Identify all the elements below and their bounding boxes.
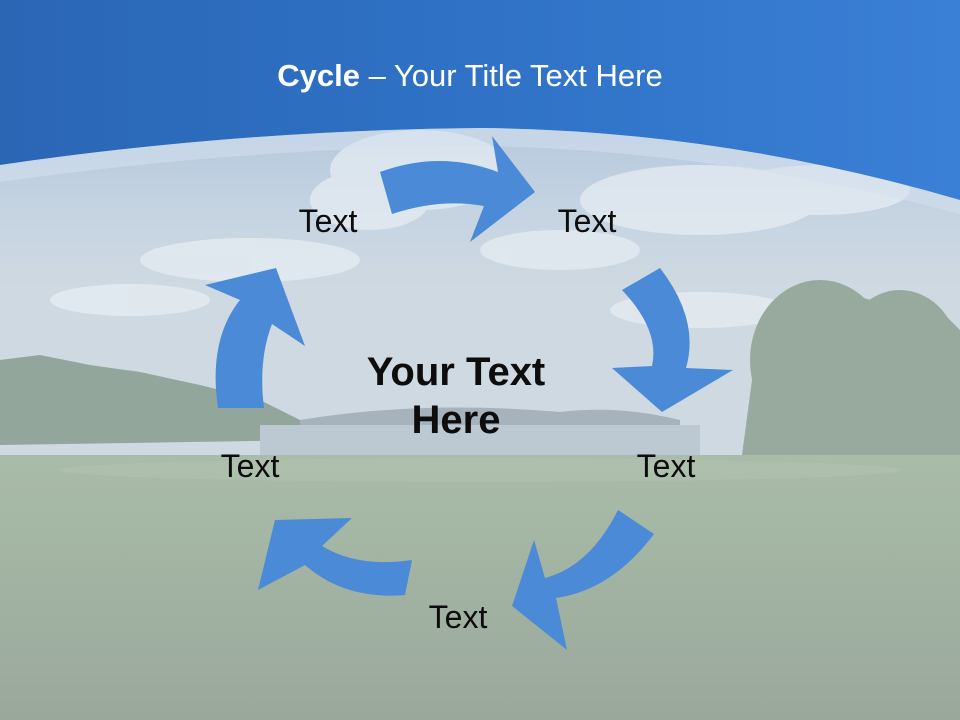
- cycle-step-3-label: Text: [636, 448, 696, 484]
- cycle-arrow-4: [258, 518, 412, 596]
- cycle-arrow-5: [205, 268, 305, 408]
- cycle-step-5-label: Text: [220, 448, 280, 484]
- cycle-arrow-1: [380, 136, 535, 242]
- center-text-line-1: Your Text: [366, 350, 546, 394]
- center-text-line-2: Here: [411, 398, 501, 442]
- cycle-arrow-3: [512, 510, 654, 650]
- title-rest: – Your Title Text Here: [360, 58, 663, 93]
- center-text: Your Text Here: [326, 348, 586, 444]
- cycle-step-1-label: Text: [298, 203, 358, 239]
- cycle-arrow-2: [612, 268, 733, 412]
- title-strong: Cycle: [277, 58, 360, 93]
- cycle-step-4-label: Text: [428, 599, 488, 635]
- slide-title: Cycle – Your Title Text Here: [0, 56, 940, 96]
- cycle-step-2-label: Text: [557, 203, 617, 239]
